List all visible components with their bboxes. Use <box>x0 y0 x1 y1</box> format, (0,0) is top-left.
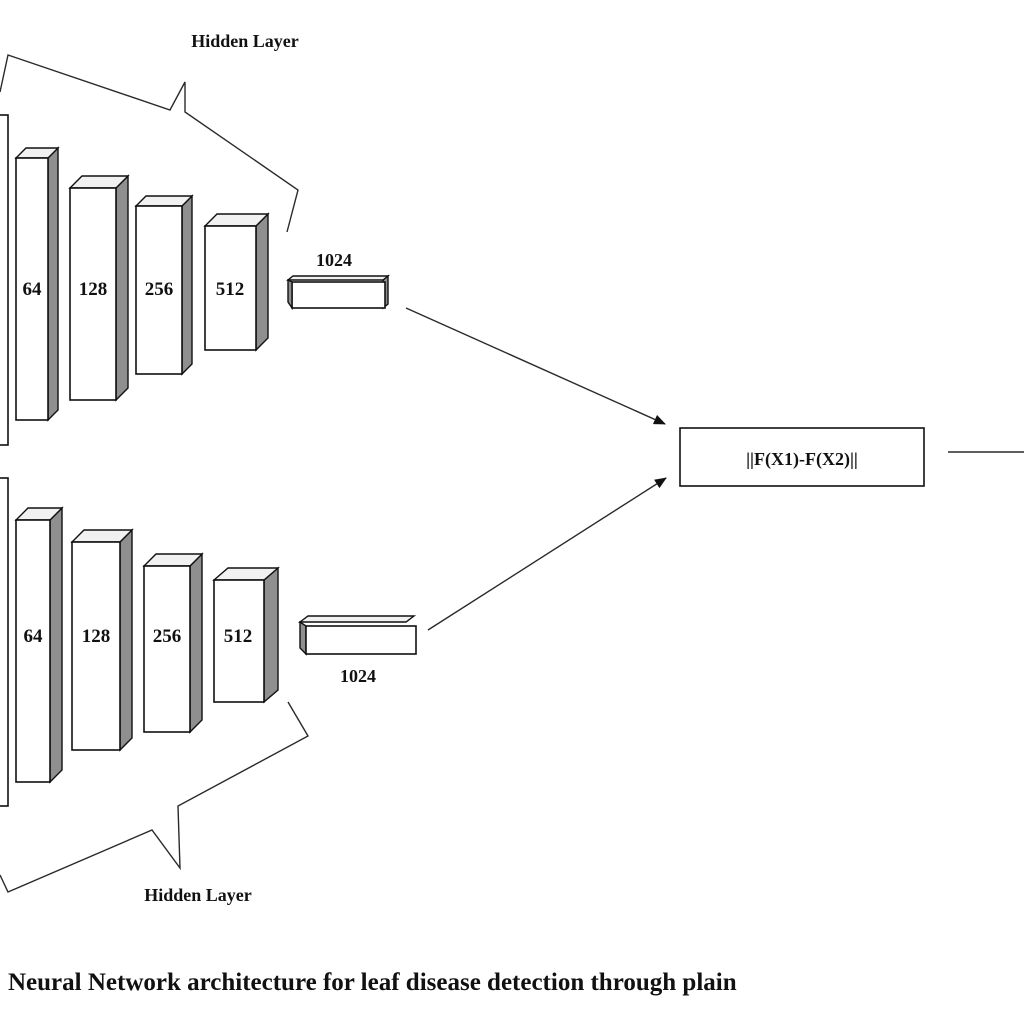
distance-box: ||F(X1)-F(X2)|| <box>679 427 1024 487</box>
bottom-hidden-layer-bracket <box>0 701 309 893</box>
bottom-arrow <box>427 477 667 631</box>
top-layer-128-label: 128 <box>79 279 108 300</box>
top-layer-input-partial <box>0 114 9 446</box>
top-layer-64-label: 64 <box>23 279 43 300</box>
bottom-layer-128: 128 <box>70 528 134 752</box>
figure-caption: Neural Network architecture for leaf dis… <box>8 969 737 996</box>
top-output-label: 1024 <box>316 250 352 270</box>
bottom-layer-input-partial <box>0 477 9 807</box>
top-layer-512: 512 <box>203 212 270 352</box>
bottom-layer-128-label: 128 <box>82 626 111 647</box>
bottom-output-1024: 1024 <box>297 615 417 686</box>
distance-label: ||F(X1)-F(X2)|| <box>746 449 858 470</box>
bottom-layer-64: 64 <box>14 506 64 784</box>
top-layer-256: 256 <box>134 194 194 376</box>
top-arrow <box>405 307 666 425</box>
top-hidden-layer-bracket <box>0 54 299 233</box>
bottom-layer-512-label: 512 <box>224 626 253 647</box>
top-layer-256-label: 256 <box>145 279 174 300</box>
top-output-1024: 1024 <box>286 250 390 311</box>
bottom-branch: 64 128 256 512 1024 <box>0 477 667 905</box>
top-hidden-layer-label: Hidden Layer <box>191 31 299 51</box>
bottom-output-label: 1024 <box>340 666 376 686</box>
top-branch: Hidden Layer 64 128 256 <box>0 31 666 446</box>
top-layer-128: 128 <box>68 174 130 402</box>
top-layer-64: 64 <box>14 146 60 422</box>
bottom-layer-64-label: 64 <box>24 626 44 647</box>
bottom-layer-256: 256 <box>142 552 204 734</box>
top-layer-512-label: 512 <box>216 279 245 300</box>
bottom-hidden-layer-label: Hidden Layer <box>144 885 252 905</box>
bottom-layer-512: 512 <box>212 566 280 704</box>
bottom-layer-256-label: 256 <box>153 626 182 647</box>
